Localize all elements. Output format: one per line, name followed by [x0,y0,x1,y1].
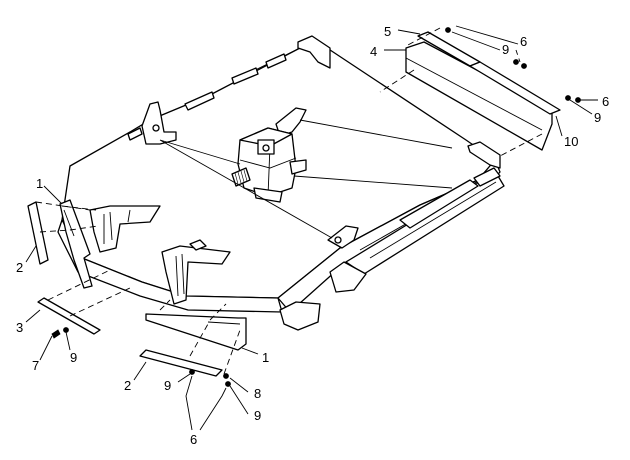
input-shaft [231,167,251,187]
left-front-bracket [89,205,161,253]
deck-rear-tab-4 [265,53,287,69]
right-drive-arm-base [329,261,367,293]
right-drive-arm-coupler [473,167,501,187]
callout-10: 10 [564,134,578,149]
callout-2-lower: 2 [124,378,131,393]
callout-5: 5 [384,24,391,39]
assembly-line-front-3 [189,323,209,357]
callout-6-lower: 6 [190,432,197,447]
gearbox-plug [262,144,270,152]
assembly-line-bar3-2 [69,287,131,317]
deck-rear-tab-2 [184,91,215,111]
leader-7 [39,335,53,361]
bolt-6-top [445,27,451,33]
nut-8 [223,373,229,379]
leader-9a [65,331,71,351]
hardware [51,27,581,387]
leader-9b [177,373,191,383]
deck-rear-right-bracket [297,35,331,69]
callout-6-right: 6 [602,94,609,109]
washer-9-lower-right [225,381,231,387]
assembly-line-left-3 [61,205,97,211]
leader-9c [229,385,249,415]
leader-6b [455,25,519,45]
leader-1a [43,185,63,205]
assembly-line-left-1 [35,201,91,211]
gearbox [231,127,307,203]
part-10-lower-strap [469,61,561,115]
washer-9-lower-left [189,369,195,375]
assembly-line-bar3-1 [47,269,111,301]
hitch-brackets [89,101,359,305]
part-2-lower-bar [139,349,223,377]
front-right-hitch-pin [334,236,342,244]
deck-rear-tab-3 [231,67,259,85]
leader-9e [569,99,593,115]
callout-8: 8 [254,386,261,401]
rear-shield-plate [405,41,553,151]
assembly-line-rear-1 [379,69,415,93]
nut-6-top [521,63,527,69]
output-shaft [289,159,307,175]
deck-rear-tab-1 [127,127,143,141]
leader-lines [25,25,598,431]
part-4-rear-shield [405,41,553,151]
assembly-line-left-2 [39,225,99,233]
leader-2a [25,245,37,263]
leader-6b-dash [515,49,521,63]
part-3-bar [37,297,101,335]
leader-9d [451,31,501,51]
callout-9-top: 9 [502,42,509,57]
center-front-bracket-detail [175,253,185,297]
assembly-line-rear-3 [405,27,441,47]
nut-6-right [575,97,581,103]
callout-1-left: 1 [36,176,43,191]
part-1-left-edge [63,209,75,237]
leader-8 [229,377,249,393]
washer-9-left [63,327,69,333]
callout-9-lower-right: 9 [254,408,261,423]
leader-5 [397,29,421,35]
assembly-line-front-2 [209,303,227,321]
left-rear-hitch [141,101,177,145]
rear-shield-fold [405,57,543,131]
leader-3 [25,309,41,323]
washer-9-right [565,95,571,101]
assembly-line-front-1 [159,299,171,311]
left-rear-hitch-pin [152,124,160,132]
callout-4: 4 [370,44,377,59]
assembly-line-front-4 [223,329,241,375]
bolt-7 [51,329,61,339]
leader-1b [241,347,259,355]
callout-1-front: 1 [262,350,269,365]
part-1-front-slot [207,321,241,325]
left-front-bracket-detail [103,209,131,244]
callout-2-left: 2 [16,260,23,275]
callout-6-top: 6 [520,34,527,49]
part-1-left-side-plate [59,199,93,289]
part-2-left-bar [27,201,49,265]
callout-3: 3 [16,320,23,335]
assembly-lines [35,27,543,375]
right-drive-arm-shield [399,179,479,229]
right-drive-arm [279,167,505,331]
callout-7: 7 [32,358,39,373]
leader-10 [555,115,563,137]
leader-6a-2 [199,387,227,431]
leader-6a-1 [185,375,193,431]
front-socket [189,239,207,251]
callout-labels: 1 2 3 7 9 1 2 9 8 9 6 5 4 9 6 6 9 10 [16,24,609,447]
center-reference-line [159,119,453,239]
deck-right-rear-bracket [467,141,501,169]
callout-9-right: 9 [594,110,601,125]
callout-9-lower-left: 9 [164,378,171,393]
right-lower-shoe [279,301,321,331]
input-shaft-splines [234,169,248,185]
assembly-line-rear-2 [499,133,543,157]
leader-2b [133,361,147,381]
callout-9-left: 9 [70,350,77,365]
washer-9-top [513,59,519,65]
